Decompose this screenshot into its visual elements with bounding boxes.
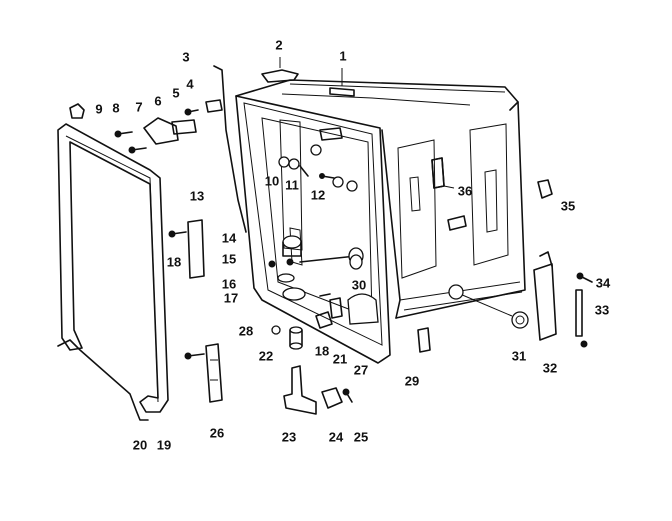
callout-22: 22 — [258, 348, 274, 364]
callout-35: 35 — [560, 198, 576, 214]
callout-34: 34 — [595, 275, 611, 291]
callout-15: 15 — [221, 251, 237, 267]
part-22-bushing — [289, 326, 303, 350]
part-34-screws — [576, 272, 593, 348]
callout-26: 26 — [209, 425, 225, 441]
callout-10a: 10 — [264, 173, 280, 189]
callout-4: 4 — [186, 76, 194, 92]
part-36-bracket — [431, 157, 445, 189]
part-18-screw — [168, 230, 187, 238]
part-10-11-12 — [278, 144, 358, 192]
part-5-screw — [184, 108, 199, 116]
callout-5: 5 — [172, 85, 180, 101]
part-33-rod — [575, 289, 583, 337]
callout-20: 20 — [132, 437, 148, 453]
callout-7: 7 — [135, 99, 143, 115]
callout-32: 32 — [542, 360, 558, 376]
door-gasket — [57, 123, 169, 413]
callout-1: 1 — [339, 48, 347, 64]
callout-6: 6 — [154, 93, 162, 109]
part-25-screw — [342, 388, 353, 403]
callout-8: 8 — [112, 100, 120, 116]
part-23-hinge — [283, 365, 317, 415]
part-35-clip — [537, 179, 553, 199]
part-4-strip — [205, 99, 223, 113]
part-9-clip — [69, 103, 85, 119]
part-32-support — [533, 263, 557, 341]
parts-14-17 — [268, 235, 364, 301]
tub — [235, 79, 526, 364]
callout-28: 28 — [238, 323, 254, 339]
part-31-bushing — [448, 284, 529, 329]
callout-30: 30 — [351, 277, 367, 293]
callout-2: 2 — [275, 37, 283, 53]
part-8-screws — [114, 130, 147, 154]
part-1-bracket — [329, 87, 355, 97]
part-13-strike — [187, 219, 205, 279]
callout-21: 21 — [332, 351, 348, 367]
part-20-wire — [57, 339, 149, 421]
callout-24: 24 — [328, 429, 344, 445]
callout-11: 11 — [285, 177, 299, 193]
callout-9: 9 — [95, 101, 103, 117]
callout-18a: 18 — [166, 254, 182, 270]
part-7-hinge — [143, 117, 179, 145]
callout-19: 19 — [156, 437, 172, 453]
callout-16: 16 — [221, 276, 237, 292]
part-28-nut — [271, 325, 281, 335]
part-6-plate — [171, 119, 197, 135]
screw-left-26 — [184, 352, 205, 360]
part-29-bracket — [417, 327, 431, 353]
callout-33: 33 — [594, 302, 610, 318]
callout-18b: 18 — [314, 343, 330, 359]
callout-31: 31 — [511, 348, 527, 364]
callout-36: 36 — [457, 183, 473, 199]
part-27-sump — [347, 293, 379, 325]
callout-13: 13 — [189, 188, 205, 204]
part-24-bracket — [321, 387, 343, 409]
callout-25: 25 — [353, 429, 369, 445]
part-3-rod — [213, 65, 247, 233]
callout-14: 14 — [221, 230, 237, 246]
callout-3: 3 — [182, 49, 190, 65]
part-2-clip — [261, 69, 299, 83]
callout-12: 12 — [310, 187, 326, 203]
callout-27: 27 — [353, 362, 369, 378]
callout-29: 29 — [404, 373, 420, 389]
callout-17: 17 — [223, 290, 239, 306]
part-26-latch — [205, 343, 223, 403]
callout-23: 23 — [281, 429, 297, 445]
